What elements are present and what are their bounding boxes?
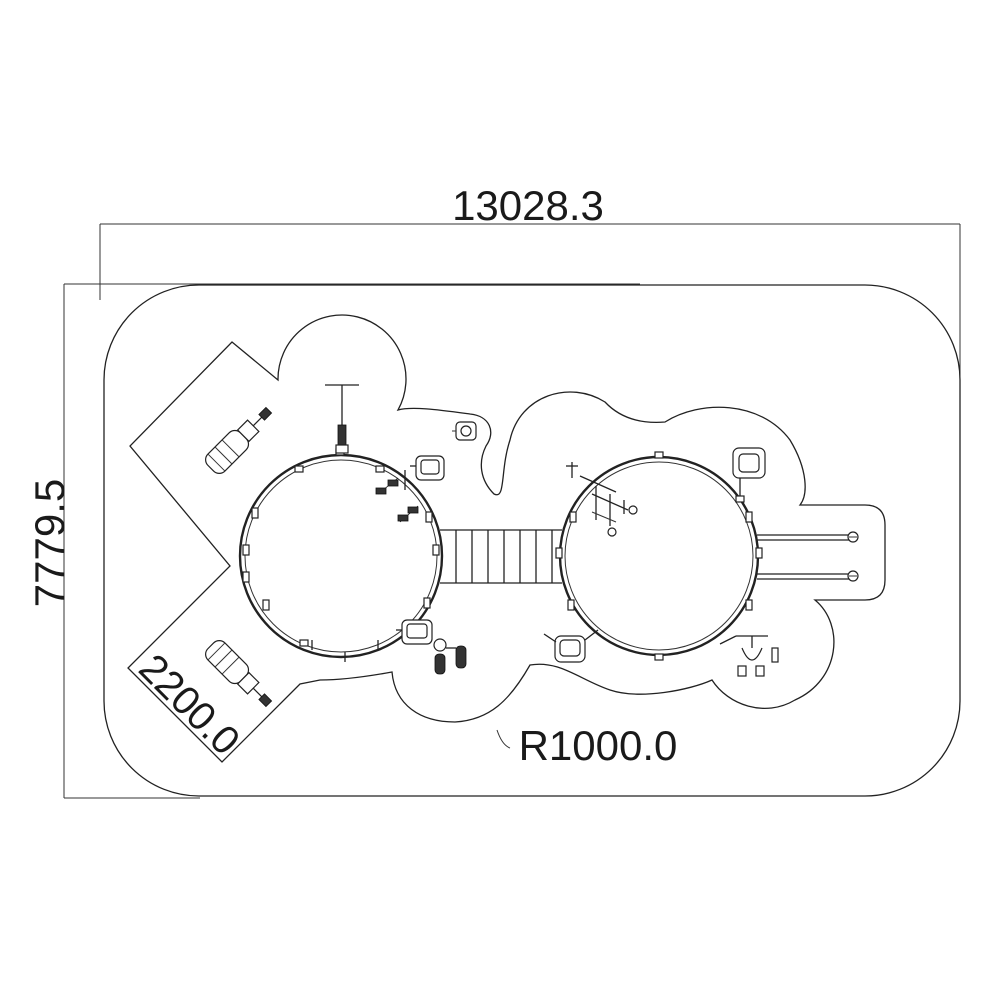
height-dimension-label: 7779.5 [26, 479, 73, 607]
small-rocker-icon [452, 421, 477, 441]
handle-knob-icon [847, 570, 859, 582]
chair-equipment-lower-icon [396, 619, 433, 645]
radius-dimension-label: R1000.0 [519, 722, 678, 769]
handle-knob-icon [847, 531, 859, 543]
chair-equipment-icon [404, 455, 445, 490]
seat-equipment-lower-left-icon [205, 640, 273, 708]
spring-rider-icon [375, 477, 399, 495]
spring-rider-icon [397, 505, 419, 523]
left-platform-ring [238, 448, 444, 662]
handlebar-equipment-icon [719, 635, 779, 677]
seat-equipment-upper-left-icon [205, 406, 273, 474]
width-dimension-label: 13028.3 [452, 182, 604, 229]
right-side-rods [757, 531, 859, 582]
ladder-bridge [440, 529, 562, 584]
radius-leader-line [496, 729, 511, 749]
outer-safety-boundary [103, 284, 961, 797]
height-dimension: 7779.5 [26, 283, 640, 799]
t-post-icon [325, 384, 359, 454]
right-platform-ring [555, 451, 763, 661]
chair-equipment-upper-right-icon [732, 447, 766, 503]
bar-rack-icon [566, 462, 638, 537]
chair-equipment-lower-left-icon [543, 629, 599, 663]
foot-pedal-icon [433, 638, 467, 675]
inner-safety-zone-outline [127, 314, 886, 763]
width-dimension: 13028.3 [99, 182, 961, 380]
